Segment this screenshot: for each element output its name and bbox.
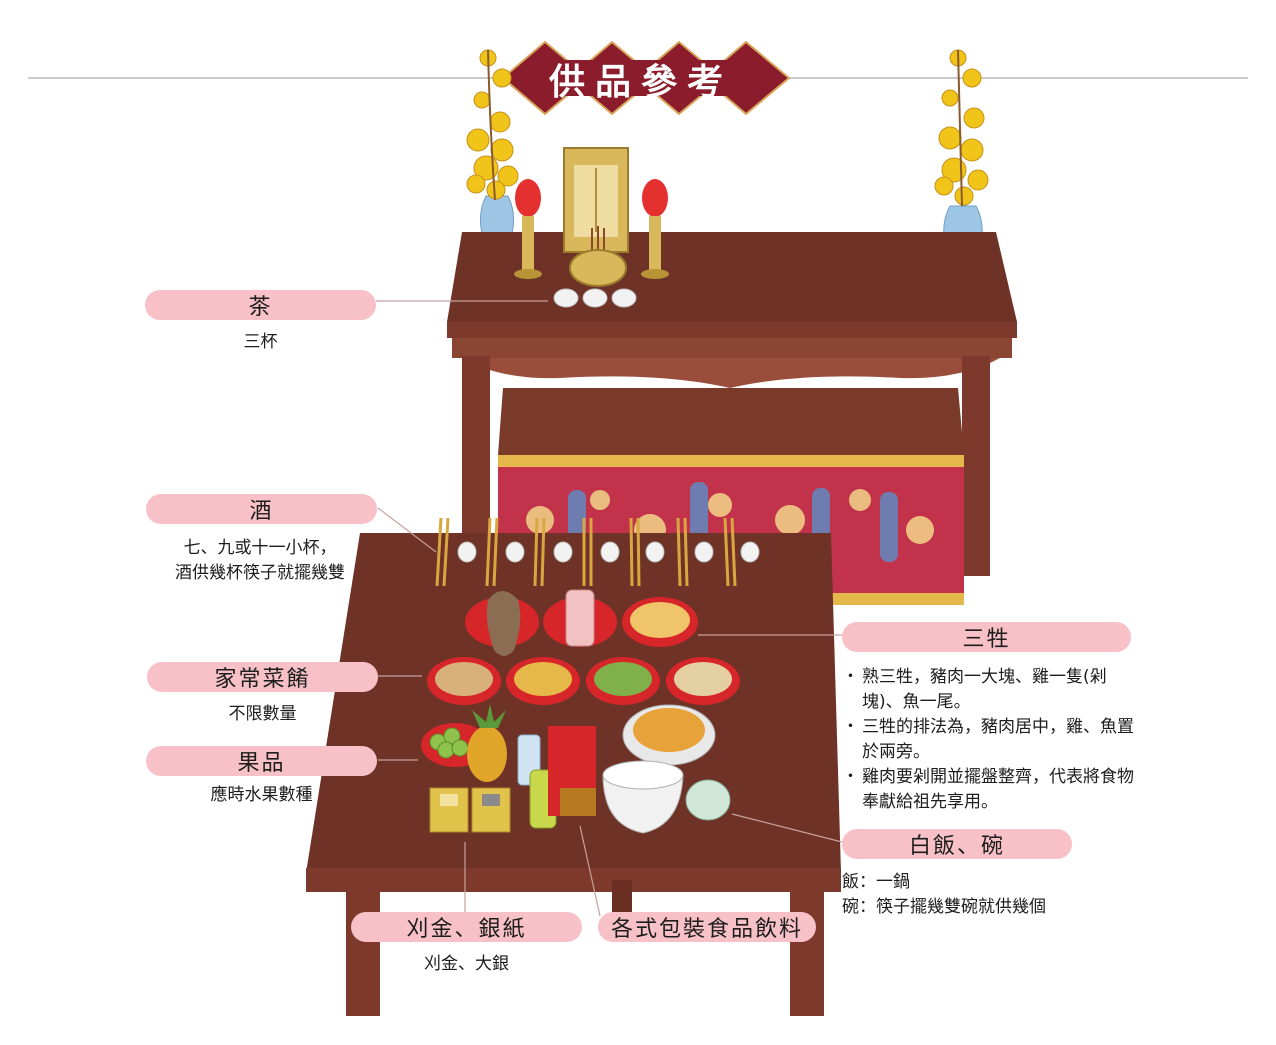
home-dishes <box>427 657 740 705</box>
desc-wine-line-1: 七、九或十一小杯， <box>183 538 337 558</box>
desc-fruit: 應時水果數種 <box>210 785 313 805</box>
packaged-food <box>517 726 596 829</box>
chopsticks <box>435 517 737 587</box>
rice-pot-bowls <box>602 704 731 834</box>
wine-cups <box>457 541 760 563</box>
desc-dishes: 不限數量 <box>228 704 297 724</box>
desc-rice-line-1: 飯：一鍋 <box>842 872 910 892</box>
label-rice-bowls: 白飯、碗 <box>842 829 1072 859</box>
label-wine: 酒 <box>146 494 377 524</box>
desc-three-sacrifices: 熟三牲，豬肉一大塊、雞一隻(剁塊)、魚一尾。 三牲的排法為，豬肉居中，雞、魚置於… <box>842 665 1136 815</box>
desc-paper-money: 刈金、大銀 <box>424 954 509 974</box>
paper-money <box>429 787 511 833</box>
incense-burner <box>569 226 627 287</box>
ancestor-tablet <box>563 147 629 253</box>
three-sacrifices <box>465 589 698 656</box>
label-three-sacrifices: 三牲 <box>842 622 1131 652</box>
candle-left <box>514 179 542 279</box>
label-tea: 茶 <box>145 290 376 320</box>
leader-lines <box>376 300 843 917</box>
tea-cups <box>553 288 637 308</box>
desc-wine-line-2: 酒供幾杯筷子就擺幾雙 <box>175 563 345 583</box>
sacrifice-bullet-1: 熟三牲，豬肉一大塊、雞一隻(剁塊)、魚一尾。 <box>842 665 1147 715</box>
sacrifice-bullet-3: 雞肉要剁開並擺盤整齊，代表將食物奉獻給祖先享用。 <box>842 765 1147 815</box>
desc-rice-line-2: 碗：筷子擺幾雙碗就供幾個 <box>842 897 1046 917</box>
desc-tea: 三杯 <box>243 332 278 352</box>
label-paper-money: 刈金、銀紙 <box>351 912 582 942</box>
label-fruit: 果品 <box>146 746 377 776</box>
desc-rice-bowls: 飯：一鍋 碗：筷子擺幾雙碗就供幾個 <box>842 870 1142 920</box>
page-title: 供品參考 <box>548 61 733 103</box>
label-dishes: 家常菜餚 <box>147 662 378 692</box>
fruit-plate <box>421 704 507 782</box>
sacrifice-bullet-2: 三牲的排法為，豬肉居中，雞、魚置於兩旁。 <box>842 715 1147 765</box>
label-packaged-food: 各式包裝食品飲料 <box>598 912 816 942</box>
candle-right <box>641 179 669 279</box>
desc-wine: 七、九或十一小杯， 酒供幾杯筷子就擺幾雙 <box>110 536 410 586</box>
